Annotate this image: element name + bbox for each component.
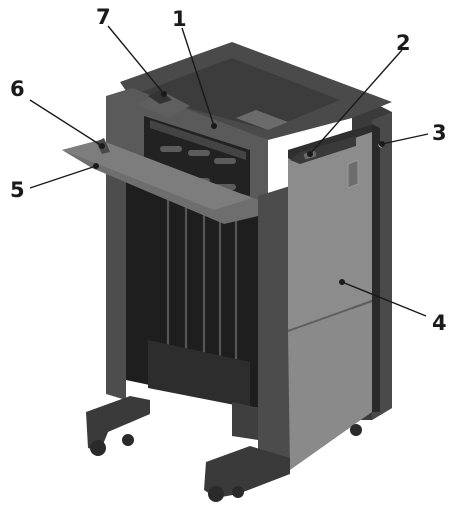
- transport-rollers: [160, 146, 236, 190]
- caster-wheel-rear: [350, 424, 362, 436]
- callout-2: 2: [396, 31, 411, 55]
- leader-dot-6: [99, 143, 105, 149]
- caster-base-right: [204, 446, 290, 498]
- stacker-base: [148, 340, 250, 408]
- caster-wheel-right-front: [208, 486, 224, 502]
- side-seam: [372, 124, 380, 412]
- caster-base-support: [232, 402, 258, 440]
- receiving-tray-top: [62, 140, 252, 210]
- leader-line-5: [29, 165, 97, 189]
- leader-line-6: [29, 99, 103, 147]
- leader-line-4: [341, 281, 427, 317]
- top-cover-panel: [136, 58, 340, 130]
- door-split-line: [287, 300, 373, 332]
- leader-dot-3: [379, 141, 385, 147]
- leader-line-3: [381, 133, 429, 145]
- callout-1: 1: [172, 7, 187, 31]
- leader-line-7: [107, 25, 165, 95]
- top-output-opening: [236, 110, 288, 130]
- leader-dot-5: [93, 163, 99, 169]
- door-handle-recess: [347, 159, 359, 189]
- stacker-guides: [166, 194, 238, 362]
- callouts: 1 2 3 4 5 6 7: [10, 5, 447, 335]
- transport-guide-plate: [150, 120, 246, 160]
- leader-line-1: [181, 27, 215, 127]
- callout-3: 3: [432, 121, 447, 145]
- leader-dot-1: [211, 123, 217, 129]
- caster-wheel-right-rear: [232, 486, 244, 498]
- leader-dot-7: [161, 91, 167, 97]
- leader-dot-4: [339, 279, 345, 285]
- callout-7: 7: [96, 5, 111, 29]
- front-door-lower: [288, 302, 372, 470]
- top-tray-guide: [138, 92, 190, 118]
- callout-6: 6: [10, 77, 25, 101]
- finisher-unit: [62, 42, 392, 502]
- front-column: [258, 186, 290, 470]
- caster-wheel-left-front: [90, 440, 106, 456]
- left-frame-pillar: [106, 156, 126, 400]
- caster-base-left: [86, 396, 150, 452]
- callout-5: 5: [10, 178, 25, 202]
- callout-4: 4: [432, 311, 447, 335]
- leader-line-2: [309, 49, 403, 155]
- caster-wheel-left-rear: [122, 434, 134, 446]
- leader-dot-2: [307, 151, 313, 157]
- top-tray-lever: [148, 90, 172, 104]
